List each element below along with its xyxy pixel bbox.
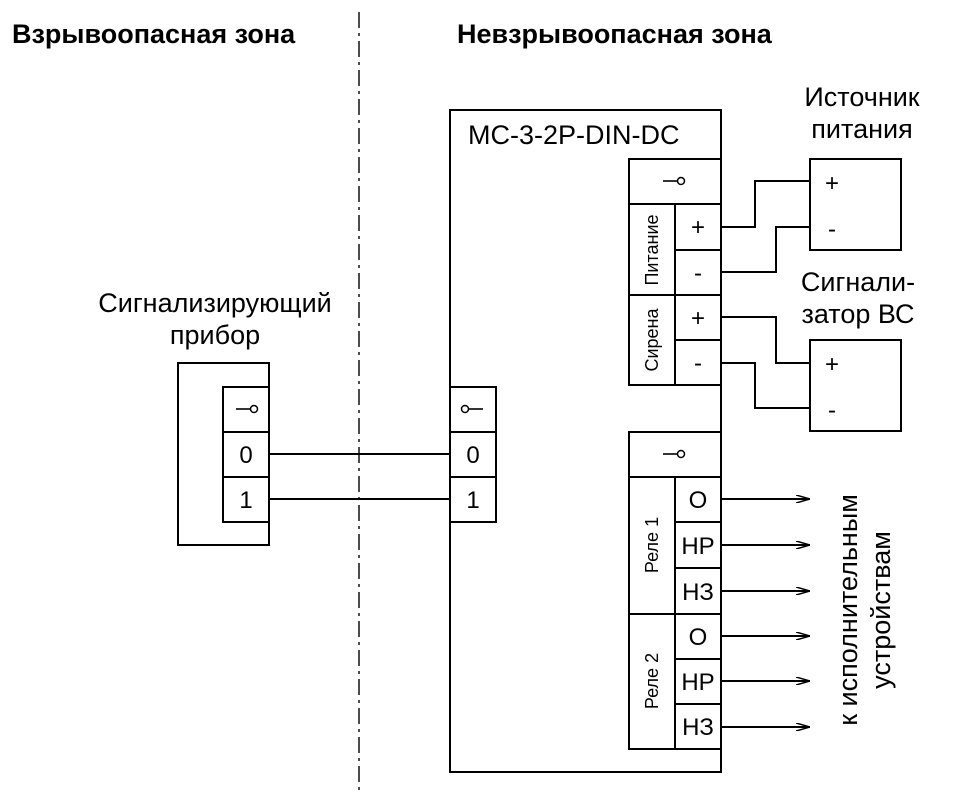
wire-siren-plus [721,316,810,364]
power-supply-label-2: питания [811,114,912,144]
relay1-nc-label: НЗ [682,579,714,606]
siren-device-label-2: затор ВС [801,299,914,329]
ground-symbol-icon [663,449,686,459]
siren-device-label-1: Сигнали- [801,267,915,297]
ground-symbol-icon [663,176,686,186]
actuators-note-line1: к исполнительным [833,494,863,726]
power-plus-label: + [691,214,705,241]
module-input-terminal-1-label: 1 [466,487,479,514]
safe-zone-title: Невзрывоопасная зона [457,19,773,49]
ground-symbol-icon [236,404,259,414]
signal-device-terminal-0 [222,431,270,478]
power-minus-terminal [674,249,722,296]
actuators-note-line2: устройствам [866,531,896,689]
siren-device-minus-label: - [828,397,836,424]
module-title: МС-3-2Р-DIN-DC [468,120,680,150]
power-supply: Источник питания + - [804,82,920,251]
siren-device-plus-label: + [825,351,839,378]
siren-group-label: Сирена [642,308,662,372]
power-group-label: Питание [642,214,662,285]
power-supply-label-1: Источник [804,82,919,112]
relay1-label: Реле 1 [642,517,662,573]
siren-device: Сигнали- затор ВС + - [801,267,915,432]
relay2-label-cell [628,613,676,750]
relay1-common-label: О [689,487,708,514]
siren-device-body [809,339,902,432]
relay2-common-label: О [689,624,708,651]
siren-plus-label: + [691,305,705,332]
power-minus-label: - [694,260,702,287]
siren-label-cell [628,294,676,386]
power-supply-plus-label: + [825,170,839,197]
relay2-nc-terminal [674,703,722,750]
module-input-terminal-1 [449,476,497,523]
module-input-terminal-0 [449,431,497,478]
power-plus-terminal [674,203,722,251]
relay2-nc-label: НЗ [682,714,714,741]
relay1-no-label: НР [681,533,714,560]
wire-power-plus [721,180,810,228]
signal-device-terminal-0-label: 0 [239,442,252,469]
hazardous-zone-title: Взрывоопасная зона [12,19,296,49]
wire-power-minus [721,226,810,273]
relay2-label: Реле 2 [642,653,662,709]
relay1-nc-terminal [674,567,722,615]
power-supply-minus-label: - [828,216,836,243]
ground-symbol-icon [460,404,483,414]
siren-minus-label: - [694,350,702,377]
module-input-terminal-0-label: 0 [466,442,479,469]
relay2-no-label: НР [681,669,714,696]
signal-device: Сигнализирующий прибор 0 1 [98,288,332,546]
signal-device-terminal-1-label: 1 [239,487,252,514]
module: МС-3-2Р-DIN-DC 0 1 Питание + - Сирена + … [449,109,722,773]
wire-siren-minus [721,362,810,409]
power-supply-body [809,158,902,251]
siren-plus-terminal [674,294,722,341]
signal-device-label-1: Сигнализирующий [98,288,332,318]
signal-device-label-2: прибор [170,320,260,350]
